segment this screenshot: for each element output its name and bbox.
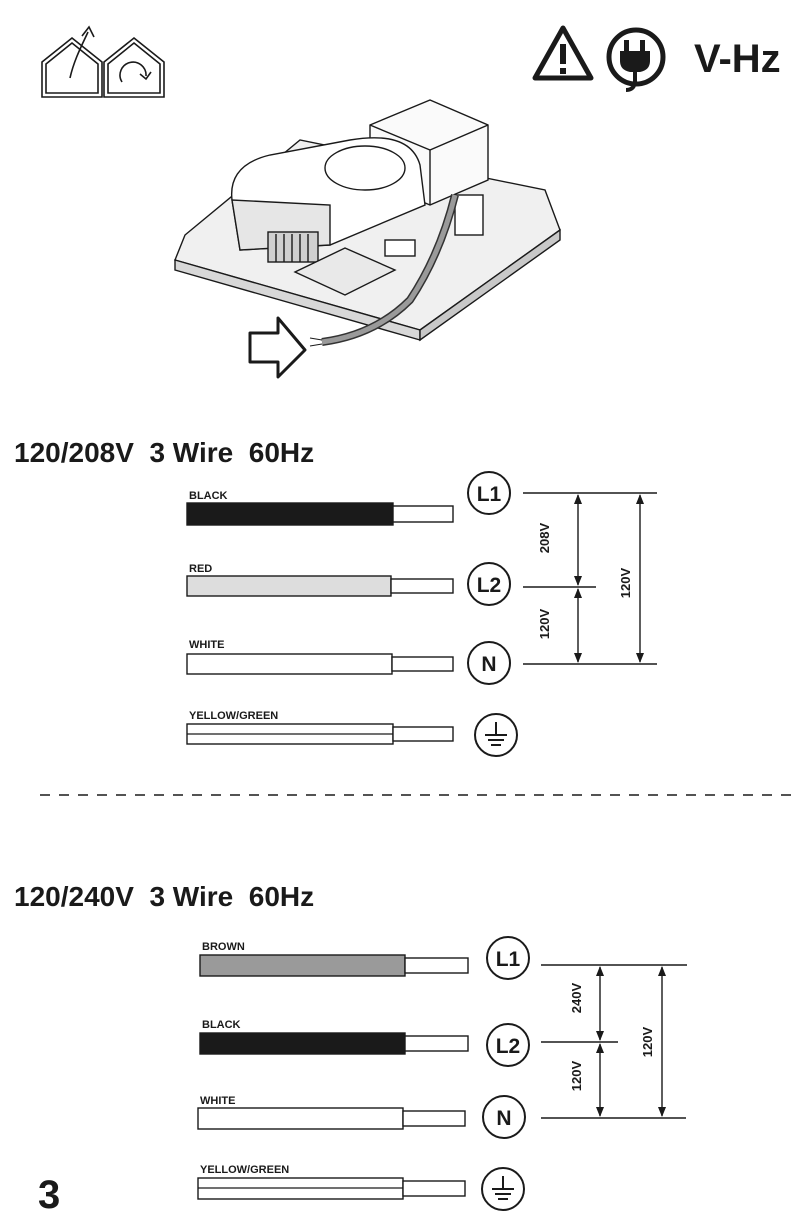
voltage-label-l1-l2: 208V [537,522,552,553]
wire-stripped-end [402,1180,466,1197]
wire-label: BLACK [189,490,228,502]
power-plug-icon [606,27,666,92]
section-title: 120/240V 3 Wire 60Hz [14,881,314,912]
wire-stripped-end [391,656,454,672]
terminal-l2: L2 [486,1023,530,1067]
wire-red [186,575,392,597]
wire-stripped-end [402,1110,466,1127]
wire-stripped-end [392,726,454,742]
terminal-l1: L1 [467,471,511,515]
page-number: 3 [38,1173,60,1217]
wire-black [199,1032,406,1055]
recirculation-house-icon [103,36,165,98]
wire-white [186,653,393,675]
section-title: 120/208V 3 Wire 60Hz [14,437,314,468]
wire-label: YELLOW/GREEN [200,1164,289,1176]
voltage-label-l1-n: 120V [618,567,633,598]
terminal-n: N [467,641,511,685]
ground-icon [474,713,518,757]
wire-label: WHITE [200,1095,235,1107]
voltage-dimensions [541,964,687,1119]
warning-triangle-icon [532,25,594,81]
svg-text:L1: L1 [477,483,502,506]
voltage-label-l1-n: 120V [640,1026,655,1057]
wire-black [186,502,394,526]
terminal-l1: L1 [486,936,530,980]
voltage-label-l2-n: 120V [537,608,552,639]
wire-stripped-end [390,578,454,594]
wire-stripped-end [404,957,469,974]
wire-label: WHITE [189,639,224,651]
wire-white [197,1107,404,1130]
svg-text:N: N [496,1107,511,1130]
wire-label: YELLOW/GREEN [189,710,278,722]
wire-stripped-end [392,505,454,523]
voltage-label-l1-l2: 240V [569,982,584,1013]
ventilation-out-house-icon [41,25,103,98]
ground-icon [481,1167,525,1211]
svg-text:L2: L2 [496,1035,521,1058]
wire-stripped-end [404,1035,469,1052]
voltage-dimensions [523,492,657,665]
wire-label: BLACK [202,1019,241,1031]
wire-label: BROWN [202,941,245,953]
hood-illustration [174,99,561,347]
terminal-n: N [482,1095,526,1139]
wire-brown [199,954,406,977]
arrow-icon [248,316,307,379]
svg-text:L2: L2 [477,574,502,597]
rating-label: V-Hz [694,37,781,81]
wire-label: RED [189,563,212,575]
svg-text:N: N [481,653,496,676]
voltage-label-l2-n: 120V [569,1060,584,1091]
svg-text:L1: L1 [496,948,521,971]
terminal-l2: L2 [467,562,511,606]
